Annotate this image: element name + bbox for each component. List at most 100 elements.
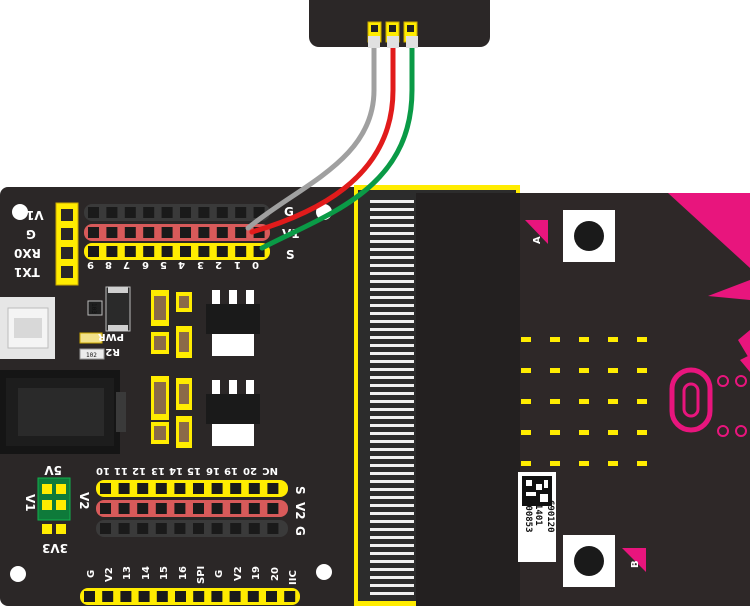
lower-label: IIC xyxy=(288,570,299,585)
pin-number: 6 xyxy=(142,259,149,270)
button-a-label: A xyxy=(532,236,543,244)
edge-finger xyxy=(370,528,414,531)
uart-label: TX1 xyxy=(14,265,40,279)
lower-label: 13 xyxy=(122,566,133,580)
header-pin xyxy=(84,591,95,602)
edge-finger xyxy=(370,416,414,419)
edge-finger xyxy=(370,504,414,507)
header-pin xyxy=(211,591,223,602)
header-row xyxy=(80,588,300,605)
led xyxy=(637,430,647,435)
header-pin xyxy=(180,227,191,238)
edge-finger xyxy=(370,216,414,219)
header-pin xyxy=(253,207,265,218)
jumper-v2-label: V2 xyxy=(77,492,91,510)
header-pin xyxy=(193,483,204,494)
edge-finger xyxy=(370,336,414,339)
edge-finger xyxy=(370,496,414,499)
header-pin xyxy=(143,207,155,218)
pin-number: NC xyxy=(262,465,278,476)
edge-finger xyxy=(370,240,414,243)
edge-finger xyxy=(370,344,414,347)
edge-finger xyxy=(370,520,414,523)
edge-finger xyxy=(370,392,414,395)
edge-finger xyxy=(370,232,414,235)
header-pin xyxy=(124,207,136,218)
led xyxy=(579,461,589,466)
row-label-s: S xyxy=(286,248,295,262)
led xyxy=(550,461,560,466)
ic-code: 103 xyxy=(90,303,97,314)
edge-finger xyxy=(370,488,414,491)
edge-finger xyxy=(370,296,414,299)
header-pin xyxy=(118,483,130,494)
header-pin xyxy=(193,591,205,602)
edge-finger xyxy=(370,464,414,467)
mount-hole xyxy=(316,564,332,580)
led xyxy=(550,430,560,435)
top-pin-numbers: 9 8 7 6 5 4 3 2 1 0 xyxy=(87,259,259,270)
uart-labels: V1 G RX0 TX1 xyxy=(14,208,44,279)
microbit: A B 400853 1401 690120 xyxy=(416,193,750,606)
header-pin xyxy=(230,503,242,514)
header-pin xyxy=(88,246,99,257)
header-pin xyxy=(253,227,265,238)
header-pin xyxy=(155,503,167,514)
qr-line: 690120 xyxy=(545,500,555,533)
cables xyxy=(245,36,418,251)
edge-finger xyxy=(370,584,414,587)
voltage-regulator xyxy=(206,380,260,446)
edge-finger xyxy=(370,248,414,251)
header-pin xyxy=(235,207,247,218)
led-matrix xyxy=(521,337,647,466)
jumper-3v3-label: 3V3 xyxy=(42,541,68,555)
edge-finger xyxy=(370,424,414,427)
lower-label: 14 xyxy=(141,566,152,580)
edge-finger xyxy=(370,472,414,475)
edge-finger xyxy=(370,288,414,291)
edge-finger xyxy=(370,568,414,571)
qr-line: 400853 xyxy=(523,500,533,533)
lower-label: V2 xyxy=(233,566,244,581)
edge-finger xyxy=(370,368,414,371)
led xyxy=(579,368,589,373)
header-pin xyxy=(124,246,136,257)
edge-finger xyxy=(370,328,414,331)
header-pin xyxy=(174,483,186,494)
corner-logo xyxy=(668,193,750,268)
header-pin xyxy=(216,246,228,257)
led xyxy=(608,337,618,342)
edge-finger xyxy=(370,440,414,443)
header-pin xyxy=(248,523,260,534)
dc-jack xyxy=(0,370,126,454)
header-pin xyxy=(235,227,247,238)
pin-number: 5 xyxy=(160,259,167,270)
led xyxy=(579,399,589,404)
r2-label: R2 xyxy=(105,346,120,357)
button-b-marker xyxy=(622,548,646,572)
pin-number: 2 xyxy=(215,259,222,270)
header-pin xyxy=(100,503,111,514)
edge-finger xyxy=(370,456,414,459)
qr-line: 1401 xyxy=(533,504,543,526)
button-a-marker xyxy=(525,220,548,244)
header-pin xyxy=(88,227,99,238)
edge-finger xyxy=(370,320,414,323)
led xyxy=(521,430,531,435)
pin-number: 9 xyxy=(87,259,94,270)
lower-label: 20 xyxy=(270,567,281,581)
bottom-gvs-header xyxy=(96,480,288,537)
led xyxy=(637,337,647,342)
header-pin xyxy=(161,227,173,238)
mount-hole xyxy=(12,204,28,220)
lower-label: V2 xyxy=(104,567,115,582)
lower-label: G xyxy=(214,570,225,578)
mount-hole xyxy=(10,566,26,582)
header-pin xyxy=(137,503,149,514)
header-pin xyxy=(230,523,242,534)
header-pin xyxy=(267,483,279,494)
header-pin xyxy=(267,503,279,514)
edge-finger xyxy=(370,448,414,451)
led xyxy=(579,430,589,435)
